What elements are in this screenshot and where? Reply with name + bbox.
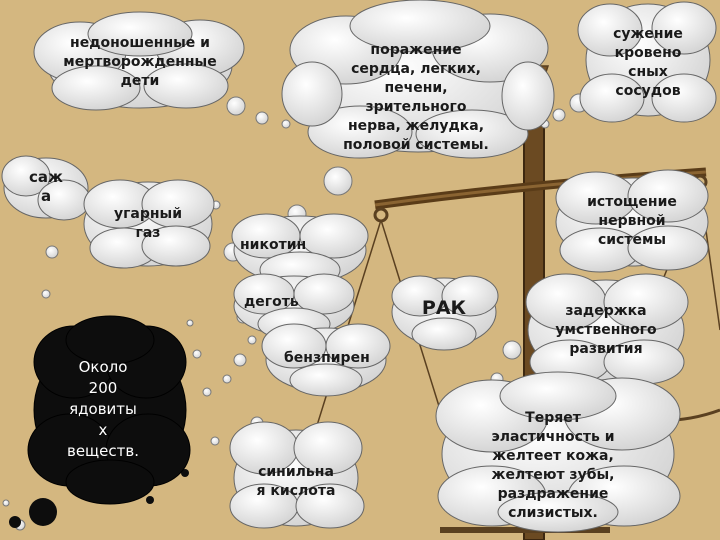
cloud-premature: [33, 11, 245, 111]
cloud-benzpyrene: [261, 323, 391, 397]
label-hcn: синильна я кислота: [256, 464, 336, 499]
cloud-elasticity: [435, 371, 681, 533]
cloud-hcn: [229, 421, 365, 529]
label-benzpyrene: бензпирен: [284, 350, 370, 366]
cloud-organs: [281, 0, 555, 159]
cloud-exhaustion: [555, 169, 709, 273]
label-delay: задержка умственного развития: [555, 303, 657, 357]
label-vessels: сужение кровено сных сосудов: [613, 26, 683, 99]
cloud-vessels: [577, 1, 717, 123]
label-organs: поражение сердца, легких, печени, зрител…: [343, 42, 489, 153]
label-nicotine: никотин: [240, 237, 307, 253]
label-tar: деготь: [244, 294, 299, 310]
label-soot: саж а: [29, 168, 63, 205]
label-exhaustion: истощение нервной системы: [587, 194, 677, 248]
cloud-delay: [525, 273, 689, 385]
cloud-cancer: [391, 275, 499, 351]
cloud-nicotine: [231, 213, 369, 289]
cloud-poisons: [27, 315, 191, 505]
label-premature: недоношенные и мертворожденные дети: [63, 35, 217, 89]
label-poisons: Около 200 ядовиты х веществ.: [66, 358, 140, 460]
cloud-carbon-monoxide: [83, 179, 215, 269]
label-cancer: РАК: [421, 297, 467, 319]
label-elasticity: Теряет эластичность и желтеет кожа, желт…: [491, 410, 615, 521]
cloud-soot: [1, 155, 91, 221]
label-carbon-monoxide: угарный газ: [113, 206, 183, 241]
